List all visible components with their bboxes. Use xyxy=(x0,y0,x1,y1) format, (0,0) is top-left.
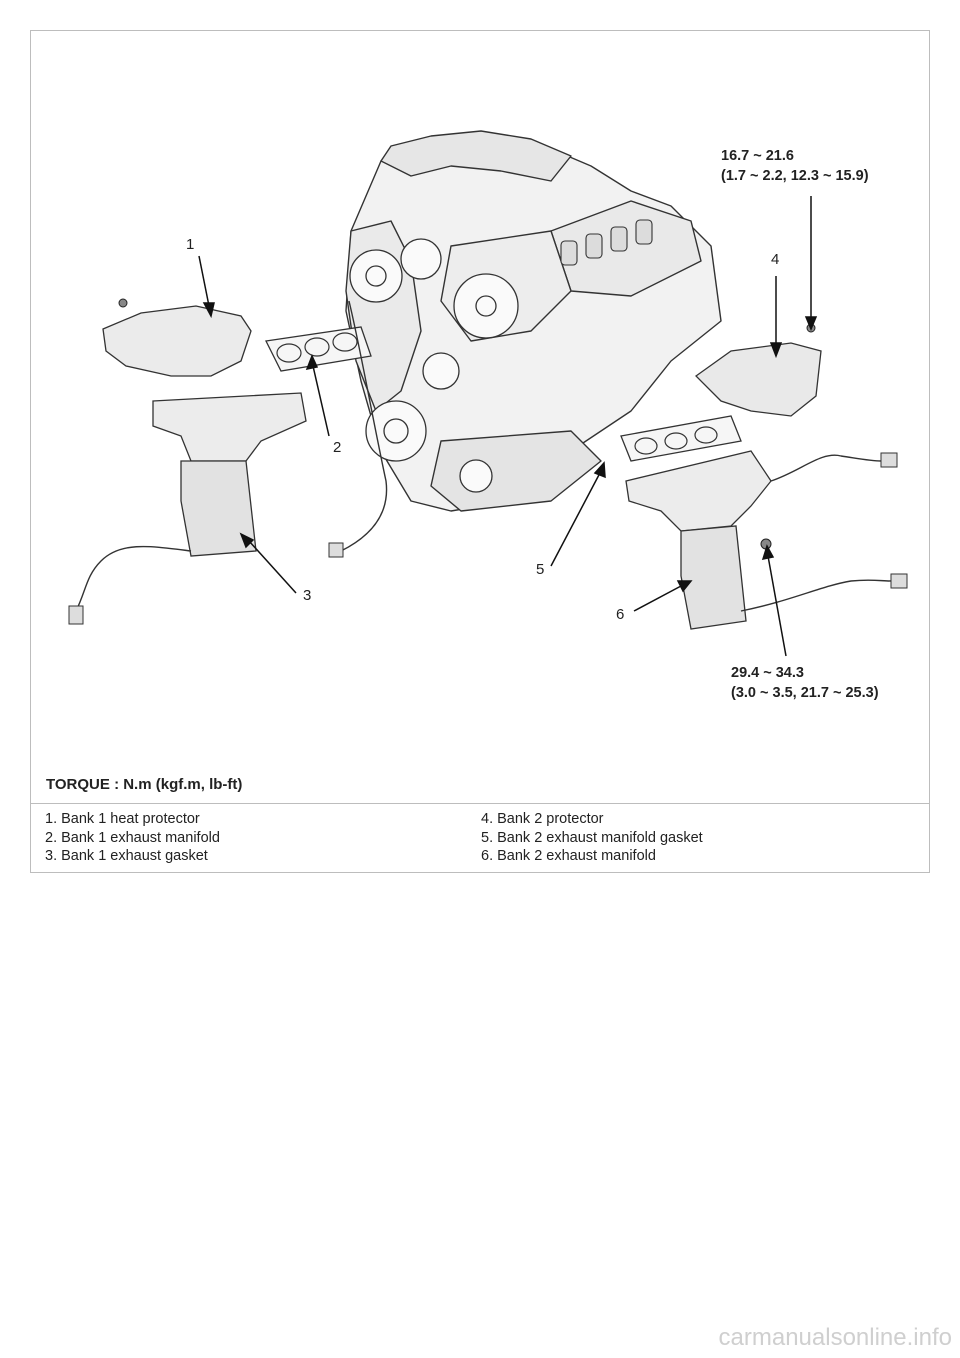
legend-item: 1. Bank 1 heat protector xyxy=(45,811,200,827)
torque-spec-lower: 29.4 ~ 34.3 (3.0 ~ 3.5, 21.7 ~ 25.3) xyxy=(731,663,879,703)
idler-pulley xyxy=(422,352,460,390)
callout-1: 1 xyxy=(186,236,195,253)
callout-5: 5 xyxy=(536,561,545,578)
torque-spec-upper-nm: 16.7 ~ 21.6 xyxy=(721,148,794,164)
intake-manifold xyxy=(380,130,572,182)
callout-2: 2 xyxy=(333,439,342,456)
bank2-catalytic-converter xyxy=(680,525,747,630)
legend-column-right: 4. Bank 2 protector 5. Bank 2 exhaust ma… xyxy=(481,810,703,866)
legend-column-left: 1. Bank 1 heat protector 2. Bank 1 exhau… xyxy=(45,810,220,866)
pulley-tensioner xyxy=(400,238,442,280)
legend-item: 2. Bank 1 exhaust manifold xyxy=(45,829,220,846)
torque-spec-upper: 16.7 ~ 21.6 (1.7 ~ 2.2, 12.3 ~ 15.9) xyxy=(721,146,869,186)
callout-4: 4 xyxy=(771,251,780,268)
parts-legend: 1. Bank 1 heat protector 2. Bank 1 exhau… xyxy=(31,804,929,872)
torque-spec-upper-alt: (1.7 ~ 2.2, 12.3 ~ 15.9) xyxy=(721,168,869,184)
bank2-exhaust-gasket xyxy=(620,415,742,462)
callout-6: 6 xyxy=(616,606,625,623)
bank2-exhaust-manifold xyxy=(625,450,772,532)
bank2-protector xyxy=(694,342,822,417)
legend-item: 5. Bank 2 exhaust manifold gasket xyxy=(481,829,703,846)
oil-filter xyxy=(459,459,493,493)
bank1-exhaust-gasket xyxy=(265,326,372,372)
callout-3: 3 xyxy=(303,587,312,604)
torque-spec-lower-alt: (3.0 ~ 3.5, 21.7 ~ 25.3) xyxy=(731,685,879,701)
torque-spec-lower-nm: 29.4 ~ 34.3 xyxy=(731,665,804,681)
oil-pan xyxy=(430,430,602,512)
bank1-catalytic-converter xyxy=(180,460,257,557)
legend-item: 3. Bank 1 exhaust gasket xyxy=(45,848,208,864)
bank1-exhaust-manifold xyxy=(152,392,307,462)
engine-exhaust-diagram: 1 2 3 4 5 6 16.7 ~ 21.6 (1.7 ~ 2.2, 12.3… xyxy=(31,31,929,804)
legend-item: 6. Bank 2 exhaust manifold xyxy=(481,848,656,864)
bank1-heat-protector xyxy=(102,305,252,377)
legend-item: 4. Bank 2 protector xyxy=(481,811,604,827)
torque-unit-label: TORQUE : N.m (kgf.m, lb-ft) xyxy=(46,776,243,793)
figure-frame: 1 2 3 4 5 6 16.7 ~ 21.6 (1.7 ~ 2.2, 12.3… xyxy=(30,30,930,873)
watermark: carmanualsonline.info xyxy=(718,1324,952,1351)
engine-illustration xyxy=(68,130,908,657)
